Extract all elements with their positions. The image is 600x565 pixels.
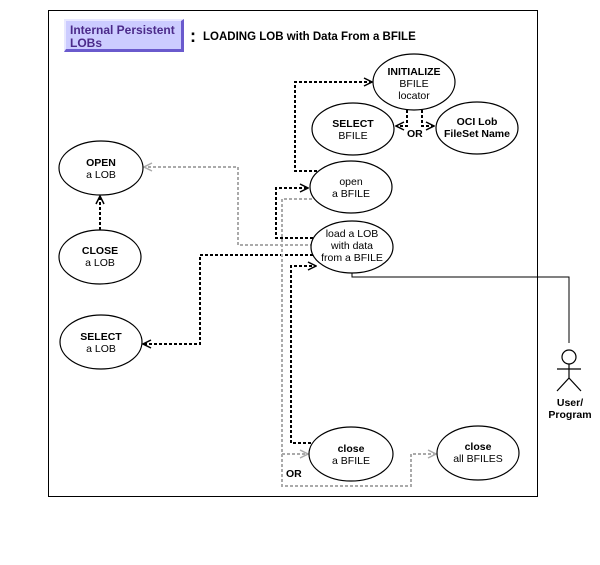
actor-label-line2: Program: [548, 409, 591, 421]
title-colon: :: [190, 26, 196, 46]
connector-initialize-to-oci-lob: [421, 110, 434, 126]
uc-close-bfile-line2: a BFILE: [332, 455, 370, 467]
uc-close-all-line2: all BFILES: [453, 453, 503, 465]
actor-label-line1: User/: [557, 397, 583, 409]
connector-load-to-select-lob: [143, 254, 318, 344]
uc-load-line1: load a LOB: [326, 228, 379, 240]
actor-head-icon: [561, 349, 577, 365]
uc-select-lob-line1: SELECT: [80, 331, 122, 343]
uc-initialize-line3: locator: [398, 90, 430, 102]
uc-open-bfile-line1: open: [339, 176, 363, 188]
use-case-open-bfile[interactable]: open a BFILE: [309, 160, 393, 214]
uc-select-bfile-line1: SELECT: [332, 118, 374, 130]
use-case-open-lob[interactable]: OPEN a LOB: [58, 140, 144, 196]
category-tag: Internal Persistent LOBs: [64, 19, 184, 52]
connector-actor-to-load: [351, 272, 570, 343]
or-label-bottom: OR: [286, 468, 302, 480]
uc-oci-line2: FileSet Name: [444, 128, 510, 140]
uc-open-lob-line1: OPEN: [86, 157, 116, 169]
connector-load-to-open-bfile: [275, 188, 318, 239]
uc-load-line2: with data: [330, 240, 373, 252]
connector-close-bfile-to-load: [290, 266, 316, 444]
connector-open-bfile-to-initialize: [294, 82, 372, 172]
uc-load-line3: from a BFILE: [321, 252, 383, 264]
diagram-title: LOADING LOB with Data From a BFILE: [203, 31, 416, 43]
actor-user-program: User/ Program: [548, 349, 592, 421]
uc-close-all-line1: close: [465, 441, 492, 453]
uc-select-bfile-line2: BFILE: [338, 130, 367, 142]
connector-open-bfile-to-close-bfile: [281, 198, 312, 454]
use-case-oci-lob-fileset[interactable]: OCI Lob FileSet Name: [435, 101, 519, 155]
use-case-initialize[interactable]: INITIALIZE BFILE locator: [372, 53, 456, 111]
uc-open-lob-line2: a LOB: [86, 169, 116, 181]
connector-initialize-to-select-bfile: [396, 110, 408, 126]
use-case-select-lob[interactable]: SELECT a LOB: [59, 314, 143, 370]
tag-line-1: Internal Persistent: [70, 23, 175, 37]
diagram-frame: [48, 10, 538, 497]
or-label-top: OR: [407, 128, 423, 140]
use-case-close-bfile[interactable]: close a BFILE: [308, 426, 394, 482]
use-case-close-all-bfiles[interactable]: close all BFILES: [436, 425, 520, 481]
use-case-select-bfile[interactable]: SELECT BFILE: [311, 102, 395, 156]
uc-open-bfile-line2: a BFILE: [332, 188, 370, 200]
uc-initialize-line2: BFILE: [399, 78, 428, 90]
uc-close-lob-line2: a LOB: [85, 257, 115, 269]
use-case-close-lob[interactable]: CLOSE a LOB: [58, 229, 142, 285]
uc-close-bfile-line1: close: [338, 443, 365, 455]
tag-line-2: LOBs: [70, 36, 103, 50]
uc-close-lob-line1: CLOSE: [82, 245, 118, 257]
connector-load-to-open-lob: [144, 167, 318, 246]
uc-initialize-line1: INITIALIZE: [387, 66, 440, 78]
uc-oci-line1: OCI Lob: [457, 116, 498, 128]
use-case-load-lob[interactable]: load a LOB with data from a BFILE: [310, 220, 394, 274]
connector-or-to-close-all: [281, 454, 436, 487]
uc-select-lob-line2: a LOB: [86, 343, 116, 355]
